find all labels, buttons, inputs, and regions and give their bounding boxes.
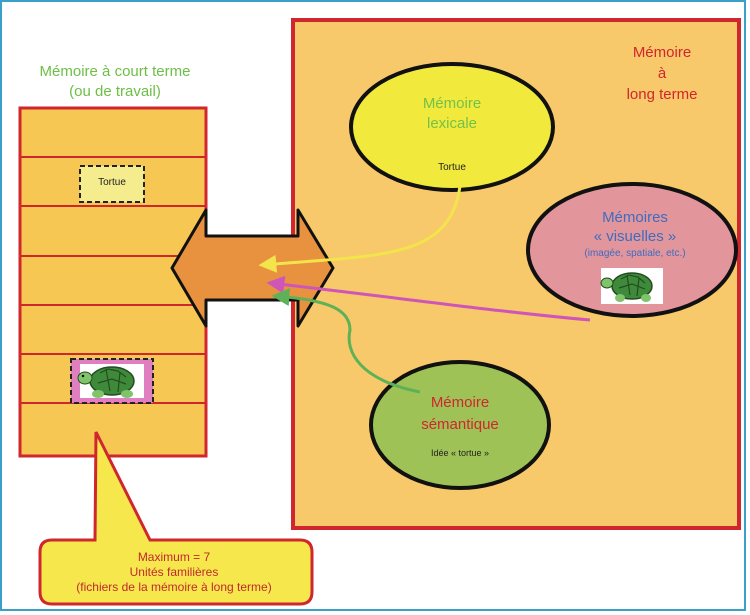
ltm-title-line-2: à [657, 65, 667, 82]
callout-line-2: Unités familières [129, 565, 219, 579]
visual-arrow [266, 275, 591, 322]
lexical-word: Tortue [438, 162, 466, 173]
stm-title-line-2: (ou de travail) [69, 83, 161, 100]
semantic-title-line-2: sémantique [421, 416, 499, 433]
visual-memory-title: Mémoires « visuelles » [540, 208, 730, 246]
ltm-title-line-3: long terme [626, 86, 698, 103]
semantic-arrow [271, 288, 421, 394]
capacity-callout-text: Maximum = 7 Unités familières (fichiers … [40, 550, 308, 595]
visual-memory-subtitle: (imagée, spatiale, etc.) [584, 248, 686, 259]
ltm-title-line-1: Mémoire [632, 44, 692, 61]
semantic-idea: Idée « tortue » [430, 448, 490, 458]
double-arrow [170, 208, 335, 328]
lexical-title-line-1: Mémoire [422, 95, 482, 112]
visual-title-line-1: Mémoires [602, 209, 668, 226]
callout-bubble [38, 431, 314, 606]
lexical-arrow [258, 185, 462, 273]
visual-memory-ellipse [526, 182, 738, 318]
stm-title-line-1: Mémoire à court terme [39, 63, 191, 80]
stm-slot-word: Tortue [98, 177, 126, 188]
callout-line-1: Maximum = 7 [137, 550, 211, 564]
visual-turtle-icon [600, 272, 653, 302]
long-term-memory-title: Mémoire à long terme [592, 42, 732, 105]
lexical-memory-title: Mémoire lexicale [392, 94, 512, 134]
lexical-memory-ellipse [349, 62, 555, 192]
semantic-memory-title: Mémoire sémantique [390, 392, 530, 436]
stm-slot-word-box [79, 165, 145, 203]
semantic-title-line-1: Mémoire [430, 394, 490, 411]
turtle-icon [77, 366, 135, 398]
visual-title-line-2: « visuelles » [593, 228, 677, 245]
lexical-title-line-2: lexicale [426, 115, 478, 132]
short-term-memory-title: Mémoire à court terme (ou de travail) [20, 62, 210, 102]
callout-line-3: (fichiers de la mémoire à long terme) [76, 580, 272, 594]
short-term-memory-stack [18, 106, 208, 458]
semantic-memory-ellipse [369, 360, 551, 490]
